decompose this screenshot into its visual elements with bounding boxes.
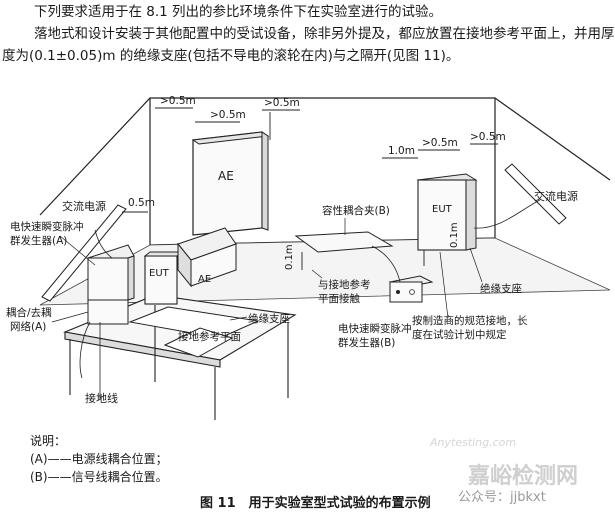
eft-generator-a [87, 244, 135, 301]
dim-floor-1m: 1.0m [388, 145, 415, 157]
watermark-url: Anytesting.com [430, 436, 517, 449]
legend-b: (B)——信号线耦合位置。 [30, 470, 168, 484]
dim-floor-05m: >0.5m [422, 137, 458, 149]
lbl-clamp: 容性耦合夹(B) [322, 204, 390, 217]
lbl-to-grp-1: 与接地参考 [318, 278, 371, 291]
dim-height-left: 0.1m [284, 244, 295, 270]
ae-cabinet [191, 131, 270, 236]
power-strip-right [504, 163, 567, 225]
ae-small-label: AE [198, 274, 211, 285]
dim-ae-left: >0.5m [160, 95, 196, 107]
layout-figure: AE >0.5m >0.5m >0.5m EUT AE [6, 95, 611, 420]
room-outline [39, 97, 611, 246]
eut-table-box [143, 251, 184, 305]
lbl-eft-b-1: 电快速瞬变脉冲 [338, 322, 412, 335]
lbl-eft-b-2: 群发生器(B) [338, 336, 395, 349]
lbl-insul-right: 绝缘支座 [480, 282, 522, 295]
legend-title: 说明： [30, 434, 67, 448]
lbl-grounding-1: 按制造商的规范接地，长 [412, 314, 528, 327]
keyboard-device [163, 327, 234, 358]
ae-big-label: AE [218, 169, 234, 183]
legend-a: (A)——电源线耦合位置； [30, 452, 168, 466]
intro-line-1: 下列要求适用于在 8.1 列出的参比环境条件下在实验室进行的试验。 [34, 4, 443, 20]
lbl-insul-support: 绝缘支座 [248, 312, 290, 325]
dim-table: 0.5m [128, 197, 155, 209]
ae-small-box [177, 227, 237, 288]
dim-ae-right: >0.5m [264, 97, 300, 109]
lbl-ground-line: 接地线 [85, 391, 118, 405]
lbl-cdn-2: 网络(A) [10, 320, 46, 333]
dim-height-right: 0.1m [449, 222, 460, 248]
lbl-grounding-2: 度在试验计划中规定 [412, 328, 507, 341]
lbl-grp: 接地参考平面 [178, 330, 241, 343]
eut-table-label: EUT [149, 268, 170, 279]
eut-floor-label: EUT [432, 204, 453, 215]
eut-floor-cabinet [416, 173, 478, 251]
lbl-eft-a-1: 电快速瞬变脉冲 [10, 220, 84, 233]
lbl-ac-left: 交流电源 [62, 199, 106, 213]
intro-line-2: 落地式和设计安装于其他配置中的受试设备，除非另外提及，都应放置在接地参考平面上，… [34, 26, 615, 42]
figure-caption: 图 11 用于实验室型式试验的布置示例 [200, 496, 431, 511]
intro-line-3: 度为(0.1±0.05)m 的绝缘支座(包括不导电的滚轮在内)与之隔开(见图 1… [2, 48, 460, 64]
cdn-a-box [87, 299, 129, 325]
dim-ae-top: >0.5m [210, 109, 246, 121]
watermark-brand: 嘉峪检测网 [468, 464, 579, 489]
power-strip-left [41, 204, 127, 302]
eft-generator-b [388, 275, 434, 303]
lbl-eft-a-2: 群发生器(A) [10, 234, 67, 247]
lbl-ac-right: 交流电源 [534, 189, 578, 203]
lbl-to-grp-2: 平面接触 [318, 292, 360, 305]
watermark-wechat: 公众号：jjbkxt [458, 490, 546, 505]
coupling-clamp-board [294, 231, 394, 253]
dim-floor-right: >0.5m [470, 131, 506, 143]
lbl-cdn-1: 耦合/去耦 [6, 306, 52, 319]
